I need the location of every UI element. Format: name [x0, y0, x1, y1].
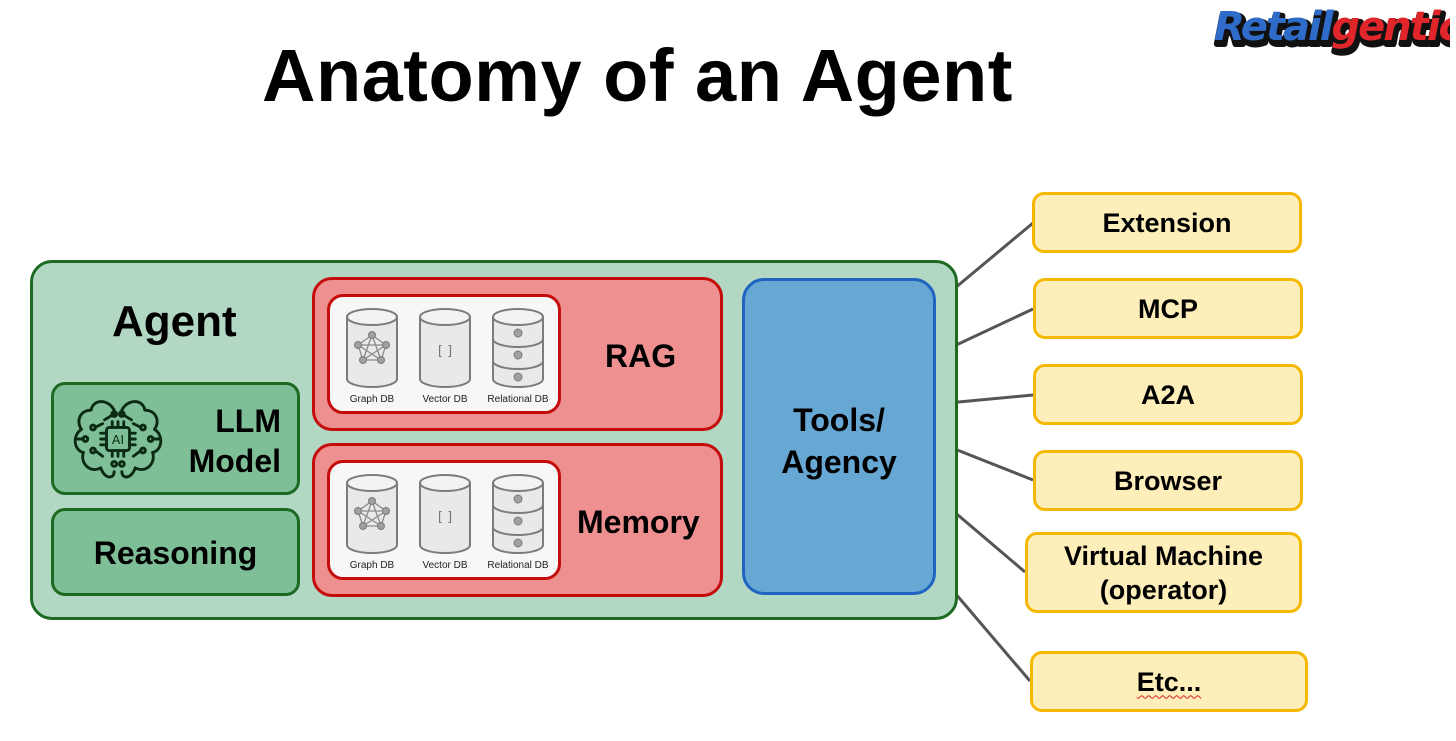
tools-agency-label: Tools/ Agency	[745, 399, 933, 483]
page-title: Anatomy of an Agent	[262, 34, 1013, 117]
relational-db-label: Relational DB	[487, 560, 549, 571]
virtual-machine-line2: (operator)	[1099, 574, 1228, 605]
rag-db-panel: Graph DB [ ] Vector DB Relational DB	[327, 294, 561, 414]
svg-text:[ ]: [ ]	[438, 510, 452, 525]
logo-text: Retailgentic	[1214, 4, 1450, 50]
svg-text:[ ]: [ ]	[438, 344, 452, 359]
reasoning-label: Reasoning	[93, 535, 258, 571]
tool-option-virtual-machine: Virtual Machine (operator)	[1025, 532, 1302, 613]
virtual-machine-line1: Virtual Machine	[1063, 540, 1264, 571]
vector-db-icon: [ ]	[419, 474, 471, 554]
vector-db-icon: [ ]	[419, 308, 471, 388]
graph-db: Graph DB	[342, 473, 402, 577]
vector-db-label: Vector DB	[422, 394, 468, 405]
tools-agency-box: Tools/ Agency	[742, 278, 936, 595]
memory-label: Memory	[577, 504, 700, 540]
retailgentic-logo: Retailgentic Retailgentic	[1213, 4, 1450, 56]
memory-box: Graph DB [ ] Vector DB Relational DB Mem…	[312, 443, 723, 597]
tools-label-line1: Tools/	[793, 402, 885, 438]
relational-db: Relational DB	[487, 473, 549, 577]
svg-text:AI: AI	[112, 432, 124, 447]
llm-label-line1: LLM	[215, 403, 281, 439]
logo-shadow: Retailgentic	[1216, 8, 1450, 54]
tool-option-a2a: A2A	[1033, 364, 1303, 425]
llm-model-box: AI LLM Model	[51, 382, 300, 495]
vector-db: [ ] Vector DB	[415, 307, 475, 411]
llm-label-line2: Model	[188, 443, 281, 479]
relational-db-icon	[492, 474, 544, 554]
tool-option-mcp: MCP	[1033, 278, 1303, 339]
etc-label: Etc...	[1136, 666, 1202, 697]
graph-db-label: Graph DB	[349, 394, 395, 405]
graph-db-label: Graph DB	[349, 560, 395, 571]
relational-db-label: Relational DB	[487, 394, 549, 405]
graph-db-icon	[346, 308, 398, 388]
memory-db-panel: Graph DB [ ] Vector DB Relational DB	[327, 460, 561, 580]
graph-db: Graph DB	[342, 307, 402, 411]
tool-option-etc: Etc...	[1030, 651, 1308, 712]
vector-db: [ ] Vector DB	[415, 473, 475, 577]
relational-db-icon	[492, 308, 544, 388]
rag-label: RAG	[605, 338, 677, 374]
tool-option-extension: Extension	[1032, 192, 1302, 253]
tool-option-browser: Browser	[1033, 450, 1303, 511]
vector-db-label: Vector DB	[422, 560, 468, 571]
logo-text-retail: Retail	[1214, 4, 1335, 50]
relational-db: Relational DB	[487, 307, 549, 411]
rag-box: Graph DB [ ] Vector DB Relational DB RAG	[312, 277, 723, 431]
reasoning-box: Reasoning	[51, 508, 300, 596]
agent-label: Agent	[112, 297, 237, 346]
ai-brain-icon: AI	[73, 400, 163, 479]
llm-model-label: LLM Model	[189, 401, 281, 481]
logo-text-gentic: gentic	[1331, 4, 1450, 50]
tools-label-line2: Agency	[781, 444, 897, 480]
graph-db-icon	[346, 474, 398, 554]
